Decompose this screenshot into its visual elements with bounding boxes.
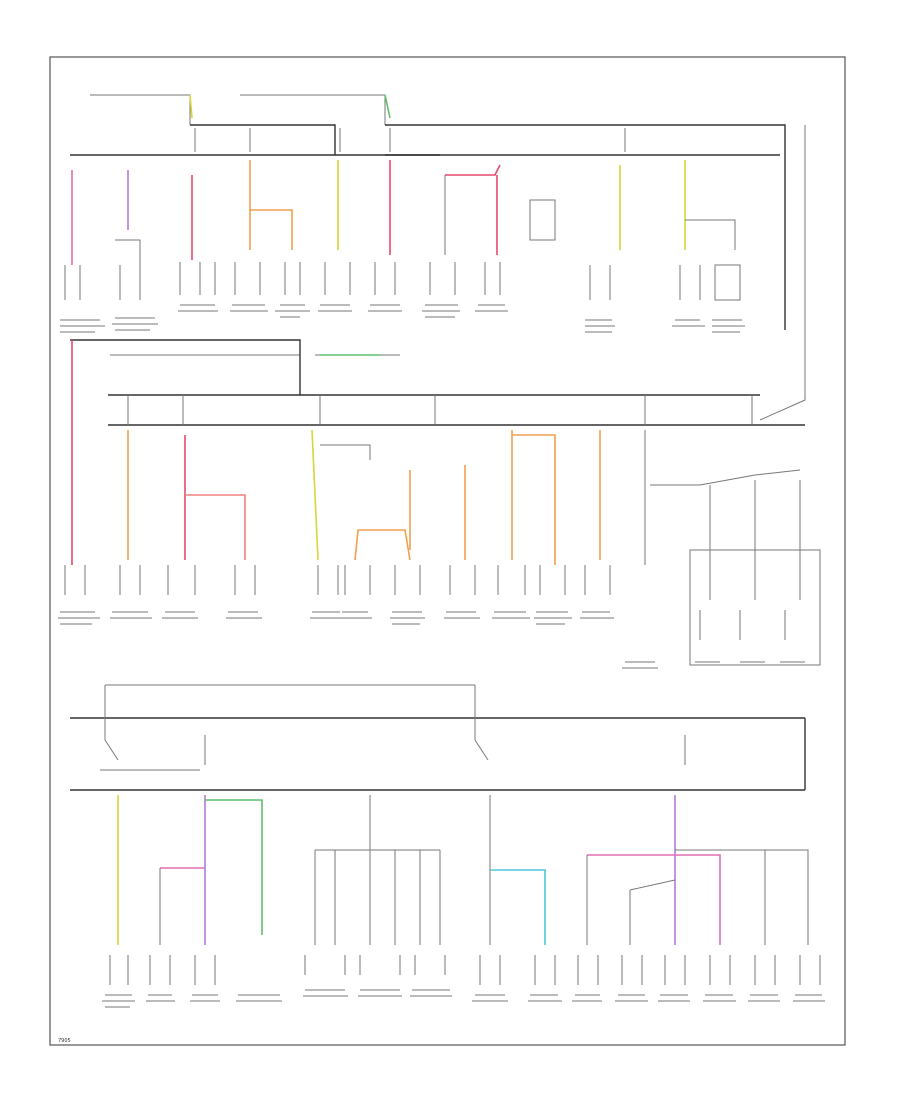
fuse-row-middle xyxy=(127,395,753,425)
diagram-frame xyxy=(49,56,846,1046)
middle-section xyxy=(58,339,821,669)
middle-components xyxy=(64,565,786,640)
top-components xyxy=(64,199,741,301)
relay-switches xyxy=(100,685,686,771)
figure-code: 7905 xyxy=(58,1038,71,1044)
bottom-section xyxy=(70,684,825,1008)
top-labels xyxy=(60,304,745,333)
bottom-components xyxy=(109,955,821,985)
fuse-row-top xyxy=(194,128,626,152)
middle-labels xyxy=(58,611,805,669)
bottom-labels xyxy=(102,989,825,1008)
top-section xyxy=(60,94,806,421)
